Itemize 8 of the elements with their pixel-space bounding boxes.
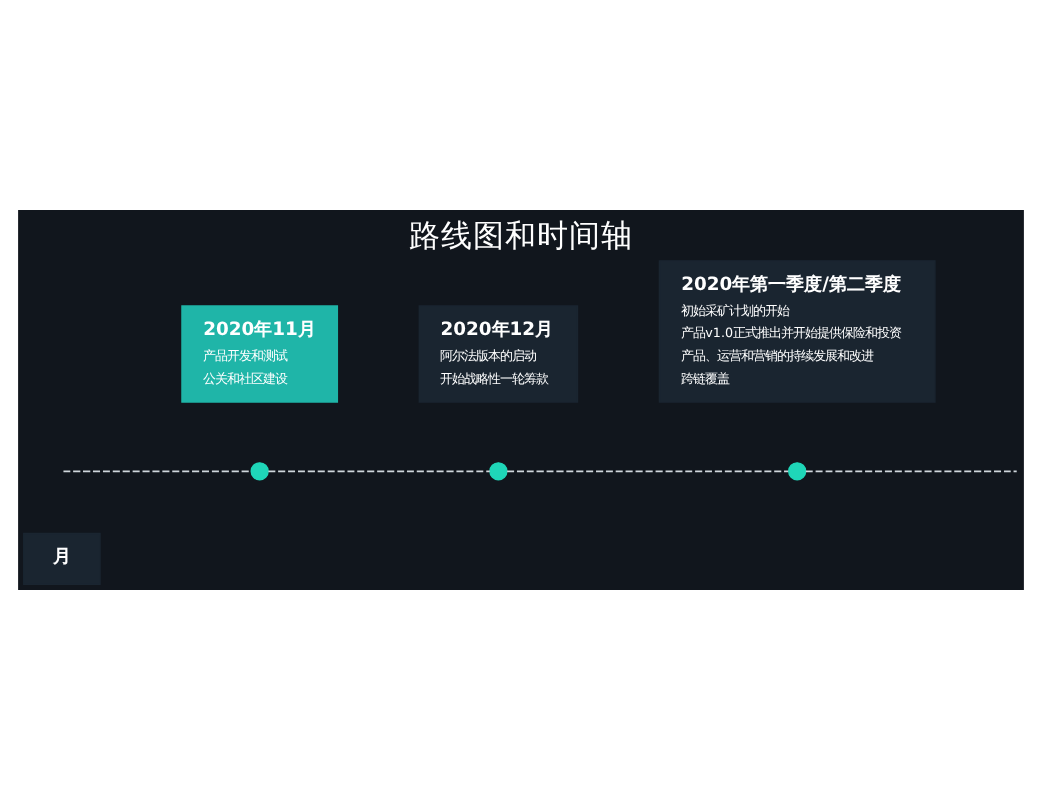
connector (505, 470, 788, 473)
diagram-title: 路线图和时间轴 (408, 218, 632, 255)
connector (61, 470, 251, 473)
node-circle (249, 462, 268, 481)
connector (266, 470, 490, 473)
connector (804, 470, 1017, 473)
node-circle (488, 462, 507, 481)
node-circle (787, 462, 806, 481)
